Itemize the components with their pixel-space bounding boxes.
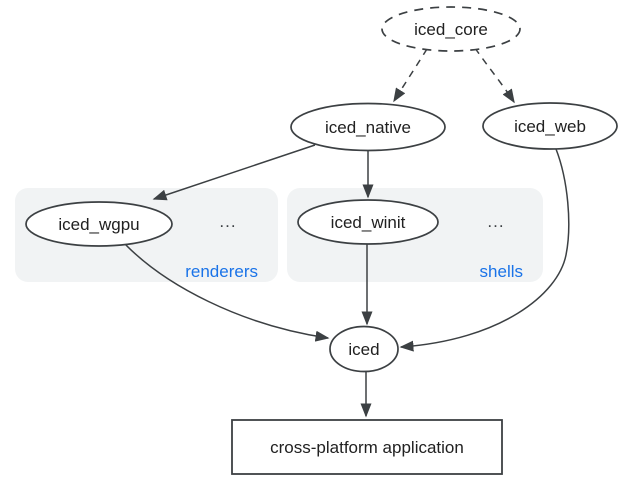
renderers-group-label: renderers: [185, 262, 258, 281]
iced-wgpu-ellipse: [25, 201, 173, 247]
iced-core-ellipse: [381, 6, 521, 52]
edge-iced-web-to-iced: [399, 148, 570, 352]
iced-ellipse: [329, 325, 399, 373]
edge-iced-native-to-iced-wgpu: [152, 144, 316, 201]
node-iced-native: iced_native: [290, 102, 446, 152]
iced-native-label: iced_native: [325, 118, 411, 137]
app-label: cross-platform application: [270, 438, 464, 457]
shells-ellipsis: ...: [487, 212, 504, 231]
iced-core-label: iced_core: [414, 20, 488, 39]
iced-web-ellipse: [482, 102, 618, 150]
node-iced-web: iced_web: [482, 102, 618, 150]
node-iced-core: iced_core: [381, 6, 521, 52]
iced-winit-ellipse: [297, 199, 439, 245]
shells-group-label: shells: [480, 262, 523, 281]
iced-winit-label: iced_winit: [331, 213, 406, 232]
node-iced: iced: [329, 325, 399, 373]
renderers-ellipsis: ...: [219, 212, 236, 231]
node-iced-winit: iced_winit: [297, 199, 439, 245]
iced-wgpu-label: iced_wgpu: [58, 215, 139, 234]
node-iced-wgpu: iced_wgpu: [25, 201, 173, 247]
node-cross-platform-application: cross-platform application: [231, 419, 503, 475]
edge-iced-core-to-iced-web: [474, 47, 515, 104]
edge-iced-core-to-iced-native: [393, 48, 428, 103]
iced-native-ellipse: [290, 102, 446, 152]
edge-iced-wgpu-to-iced: [124, 243, 330, 342]
iced-web-label: iced_web: [514, 117, 586, 136]
iced-label: iced: [348, 340, 379, 359]
app-rect: [231, 419, 503, 475]
